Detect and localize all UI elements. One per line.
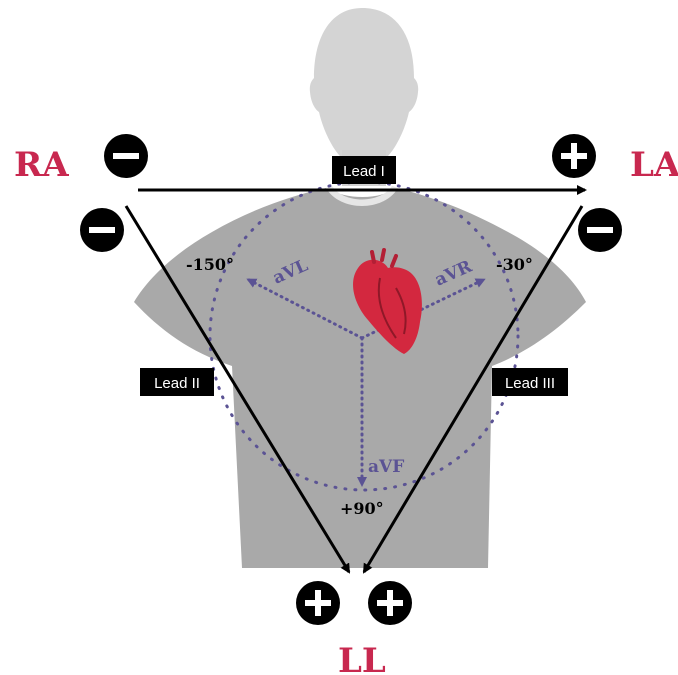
lead1-label: Lead I — [332, 156, 396, 184]
angle-right-label: -30° — [496, 255, 533, 274]
lead2-label: Lead II — [140, 368, 214, 396]
plus-circle-icon — [368, 581, 412, 625]
plus-circle-icon — [552, 134, 596, 178]
minus-circle-icon — [578, 208, 622, 252]
minus-circle-icon — [80, 208, 124, 252]
avf-label: aVF — [368, 457, 404, 477]
angle-left-label: -150° — [186, 255, 234, 274]
limb-label-ra: RA — [14, 145, 69, 185]
svg-text:Lead I: Lead I — [343, 163, 385, 180]
lead3-label: Lead III — [492, 368, 568, 396]
plus-circle-icon — [296, 581, 340, 625]
limb-label-ll: LL — [338, 641, 386, 675]
angle-bottom-label: +90° — [340, 499, 384, 518]
minus-circle-icon — [104, 134, 148, 178]
svg-text:Lead III: Lead III — [505, 375, 555, 392]
svg-text:Lead II: Lead II — [154, 375, 200, 392]
limb-label-la: LA — [630, 145, 678, 185]
